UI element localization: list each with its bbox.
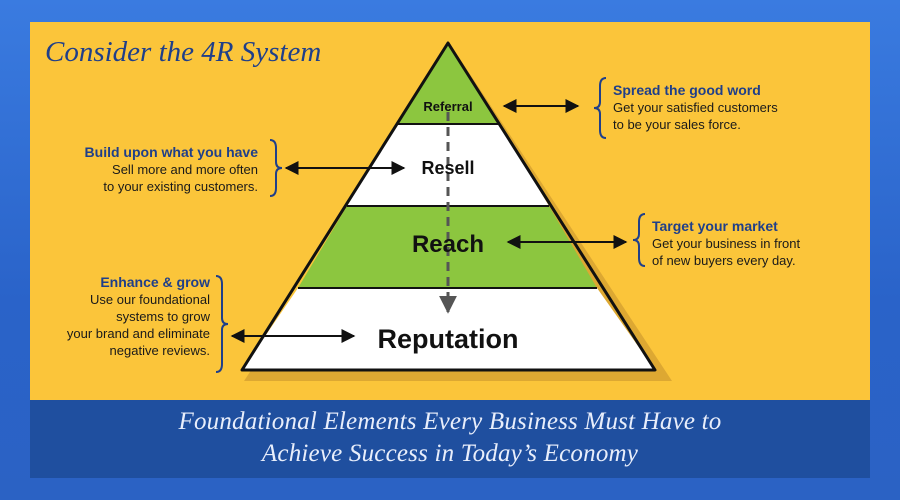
- level-label-referral: Referral: [423, 99, 472, 114]
- pyramid-outline: [240, 41, 657, 372]
- annotation-resell-heading: Build upon what you have: [84, 144, 258, 160]
- level-label-reputation: Reputation: [378, 324, 519, 354]
- annotation-reputation: Enhance & grow Use our foundational syst…: [20, 274, 210, 359]
- footer-line-1: Foundational Elements Every Business Mus…: [178, 408, 722, 435]
- annotation-reputation-line4: negative reviews.: [109, 343, 210, 358]
- annotation-reach-line2: of new buyers every day.: [652, 253, 796, 268]
- brace-resell: [269, 139, 283, 197]
- brace-referral: [593, 77, 607, 139]
- brace-reach: [632, 213, 646, 267]
- level-reputation-band: [242, 288, 655, 370]
- annotation-reputation-heading: Enhance & grow: [100, 274, 210, 290]
- annotation-referral-line1: Get your satisfied customers: [613, 100, 778, 115]
- annotation-reach-heading: Target your market: [652, 218, 778, 234]
- annotation-resell-line2: to your existing customers.: [103, 179, 258, 194]
- annotation-reputation-line3: your brand and eliminate: [66, 326, 210, 341]
- annotation-referral: Spread the good word Get your satisfied …: [613, 82, 778, 133]
- annotation-reach: Target your market Get your business in …: [652, 218, 800, 269]
- level-label-reach: Reach: [412, 231, 484, 258]
- footer-line-2: Achieve Success in Today’s Economy: [261, 440, 639, 467]
- footer-banner: Foundational Elements Every Business Mus…: [30, 400, 870, 478]
- annotation-reputation-line1: Use our foundational: [90, 292, 210, 307]
- brace-reputation: [215, 275, 229, 373]
- annotation-referral-heading: Spread the good word: [613, 82, 761, 98]
- annotation-resell-line1: Sell more and more often: [112, 162, 258, 177]
- annotation-reach-line1: Get your business in front: [652, 236, 801, 251]
- diagram-title: Consider the 4R System: [45, 36, 322, 68]
- annotation-referral-line2: to be your sales force.: [613, 117, 741, 132]
- annotation-resell: Build upon what you have Sell more and m…: [40, 144, 258, 195]
- level-referral-band: [396, 43, 500, 124]
- annotation-reputation-line2: systems to grow: [116, 309, 210, 324]
- level-label-resell: Resell: [421, 158, 474, 178]
